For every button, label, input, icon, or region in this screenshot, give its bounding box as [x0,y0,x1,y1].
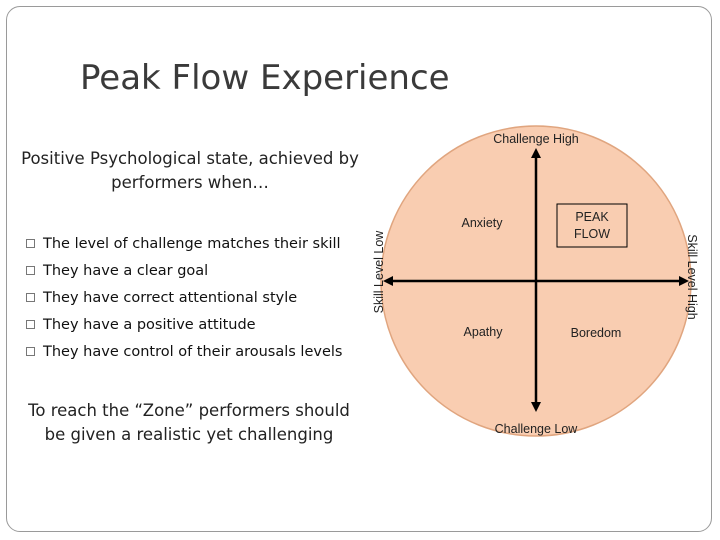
axis-label-right: Skill Level High [685,234,699,320]
checkbox-bullet-icon [26,266,35,275]
checkbox-bullet-icon [26,320,35,329]
subtitle: Positive Psychological state, achieved b… [21,149,359,192]
quadrant-boredom: Boredom [571,326,622,340]
zone-conclusion: To reach the “Zone” performers should be… [28,401,350,444]
bullet-list: The level of challenge matches their ski… [26,230,342,365]
peak-flow-box [556,203,628,248]
bullet-item: They have a positive attitude [26,311,342,338]
quadrant-anxiety: Anxiety [462,216,504,230]
quadrant-apathy: Apathy [464,325,504,339]
bullet-item: The level of challenge matches their ski… [26,230,342,257]
quadrant-peak-flow-line2: FLOW [574,227,610,241]
checkbox-bullet-icon [26,347,35,356]
checkbox-bullet-icon [26,239,35,248]
axis-label-top: Challenge High [493,132,579,146]
slide-title: Peak Flow Experience [80,58,450,98]
checkbox-bullet-icon [26,293,35,302]
quadrant-peak-flow-line1: PEAK [575,210,609,224]
bullet-item: They have a clear goal [26,257,342,284]
axis-label-bottom: Challenge Low [495,422,579,436]
axis-label-left: Skill Level Low [372,230,386,314]
bullet-item: They have control of their arousals leve… [26,338,342,365]
bullet-item: They have correct attentional style [26,284,342,311]
